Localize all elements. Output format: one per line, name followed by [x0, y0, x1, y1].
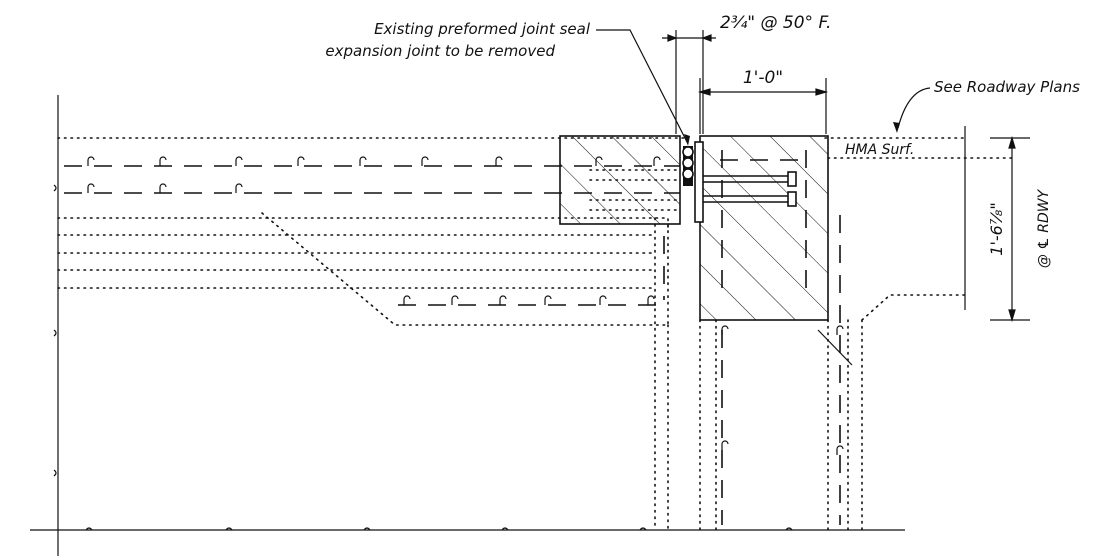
abutment-outline — [699, 294, 966, 531]
joint-seal-leader — [596, 29, 689, 145]
gap-dimension-label: 2³⁄₄" @ 50° F. — [720, 13, 831, 33]
roadway-note-leader-arrow — [893, 122, 900, 133]
left-header-detail — [589, 169, 677, 211]
depth-dimension-label: 1'-6⁷⁄₈" — [987, 202, 1006, 255]
surface-label: HMA Surf. — [845, 142, 914, 158]
haunch-rebar-hooks — [403, 295, 655, 305]
joint-seal — [682, 141, 704, 223]
abutment-hooks — [721, 325, 853, 455]
haunch-outline — [261, 212, 669, 326]
gap-dimension — [662, 30, 716, 134]
deck-layer-1 — [57, 217, 669, 233]
right-header-outline — [699, 135, 829, 321]
left-header-outline — [559, 135, 681, 225]
depth-dimension — [990, 135, 1030, 323]
abutment-rebar — [721, 215, 841, 525]
roadway-note-leader — [897, 87, 931, 129]
width-dimension-label: 1'-0" — [743, 68, 783, 88]
joint-seal-label-line2: expansion joint to be removed — [325, 42, 555, 60]
left-header-block — [560, 136, 680, 224]
joint-seal-leader-arrow — [684, 134, 690, 146]
right-header-rebar — [720, 150, 808, 300]
anchor-studs — [703, 171, 797, 207]
width-dimension — [697, 78, 829, 134]
roadway-note-label: See Roadway Plans — [934, 78, 1080, 96]
depth-reference-label: @ ℄ RDWY — [1036, 188, 1052, 268]
joint-seal-label-line1: Existing preformed joint seal — [374, 20, 591, 38]
baseline-break-marks — [53, 184, 793, 531]
right-header-block — [700, 136, 828, 320]
